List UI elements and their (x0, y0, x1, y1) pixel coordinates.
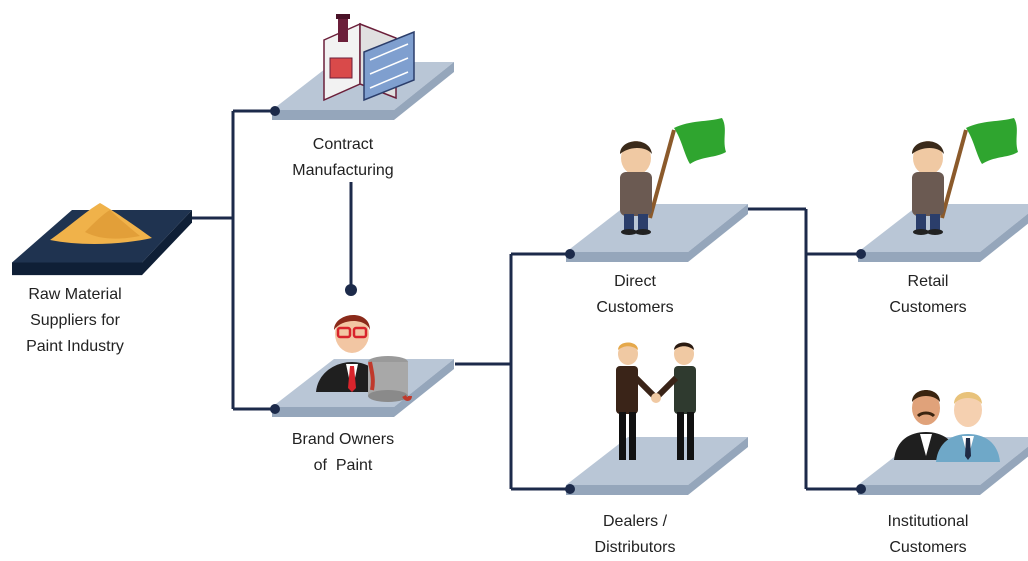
retail-customers-label: Retail Customers (889, 273, 967, 316)
platform-retail (858, 204, 1028, 262)
platform-dealers (566, 437, 748, 495)
sand-pile-icon (50, 203, 152, 244)
connector-lines (192, 109, 861, 491)
contract-manufacturing-label: Contract Manufacturing (292, 136, 394, 179)
direct-customers-label: Direct Customers (596, 273, 674, 316)
handshake-icon (616, 342, 696, 460)
brand-owners-label: Brand Owners of Paint (291, 431, 395, 474)
institutional-customers-label: Institutional Customers (887, 513, 969, 556)
two-businessmen-icon (894, 390, 1000, 462)
person-flag-icon (912, 118, 1018, 235)
connector-dots (270, 106, 866, 494)
platform-direct (566, 204, 748, 262)
dealers-distributors-label: Dealers / Distributors (594, 513, 676, 556)
raw-material-label: Raw Material Suppliers for Paint Industr… (26, 286, 124, 355)
businessman-paint-can-icon (316, 314, 412, 402)
factory-icon (323, 14, 415, 102)
person-flag-icon (620, 118, 726, 235)
